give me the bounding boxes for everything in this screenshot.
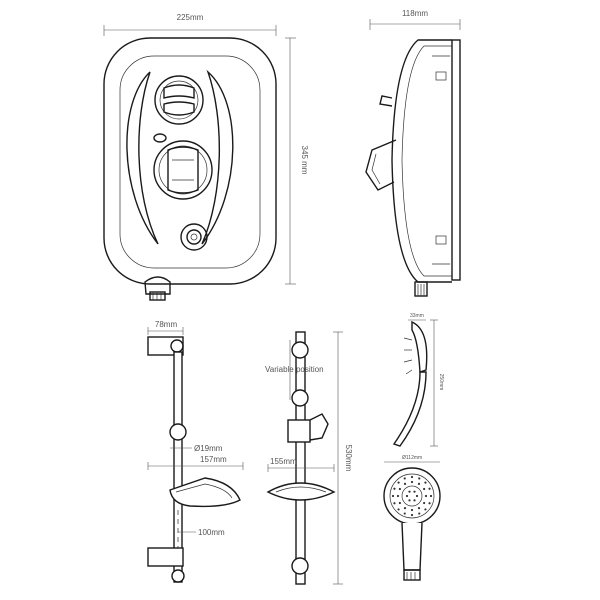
unit-depth-label: 118mm — [402, 9, 428, 18]
spray-nozzle — [410, 480, 414, 484]
spray-nozzle — [403, 512, 406, 515]
temperature-control-knob — [153, 140, 213, 200]
spray-nozzle — [393, 502, 396, 505]
slider-width-label: 155mm — [270, 457, 297, 466]
spray-nozzle — [424, 508, 427, 511]
spray-nozzle — [428, 502, 431, 505]
spray-nozzle — [424, 481, 427, 484]
spray-nozzle — [403, 507, 407, 510]
spray-nozzle — [403, 482, 407, 485]
spray-nozzle — [410, 508, 414, 512]
spray-nozzle — [415, 494, 419, 498]
spray-nozzle — [393, 487, 396, 490]
spray-nozzle — [413, 490, 416, 493]
spray-nozzle — [423, 487, 426, 491]
spray-nozzle — [418, 512, 421, 515]
head-diameter-label: Ø112mm — [402, 455, 422, 461]
spray-nozzle — [398, 487, 401, 491]
handset-side-view: 33mm 250mm — [392, 313, 444, 447]
shower-unit-side-view: 118mm — [365, 9, 461, 297]
spray-nozzles — [391, 475, 433, 517]
unit-width-label: 225mm — [177, 13, 204, 22]
holder-offset-label: 100mm — [198, 528, 225, 537]
riser-rail-front-view: 78mm Ø19mm 157mm 100mm — [147, 320, 244, 583]
spray-nozzle — [397, 481, 400, 484]
spray-nozzle — [424, 494, 428, 498]
spray-nozzle — [398, 501, 401, 505]
soap-dish-width-label: 157mm — [200, 455, 227, 464]
spray-nozzle — [410, 513, 414, 517]
power-selector-knob — [154, 75, 204, 125]
start-stop-button — [180, 223, 208, 251]
spray-nozzle — [417, 482, 421, 485]
handset-front-view: Ø112mm — [383, 455, 441, 581]
spray-nozzle — [391, 494, 395, 498]
spray-nozzle — [410, 475, 414, 479]
spray-nozzle — [418, 477, 421, 480]
spray-nozzle — [423, 501, 426, 505]
head-depth-label: 33mm — [410, 313, 424, 319]
bracket-width-label: 78mm — [155, 320, 178, 329]
spray-nozzle — [413, 499, 416, 502]
spray-nozzle — [396, 494, 400, 498]
rail-diameter-label: Ø19mm — [194, 444, 223, 453]
spray-nozzle — [408, 499, 411, 502]
spray-nozzle — [408, 490, 411, 493]
spray-nozzle — [428, 487, 431, 490]
head-length-label: 250mm — [438, 374, 444, 391]
unit-height-label: 345 mm — [300, 146, 309, 175]
variable-position-label: Variable position — [265, 365, 324, 374]
spray-nozzle — [403, 477, 406, 480]
spray-nozzle — [397, 508, 400, 511]
riser-rail-side-view: Variable position 155mm 530mm — [265, 331, 353, 585]
spray-nozzle — [429, 494, 433, 498]
spray-nozzle — [417, 507, 421, 510]
shower-unit-front-view: 225mm — [103, 13, 309, 301]
spray-nozzle — [405, 494, 409, 498]
rail-length-label: 530mm — [344, 445, 353, 472]
